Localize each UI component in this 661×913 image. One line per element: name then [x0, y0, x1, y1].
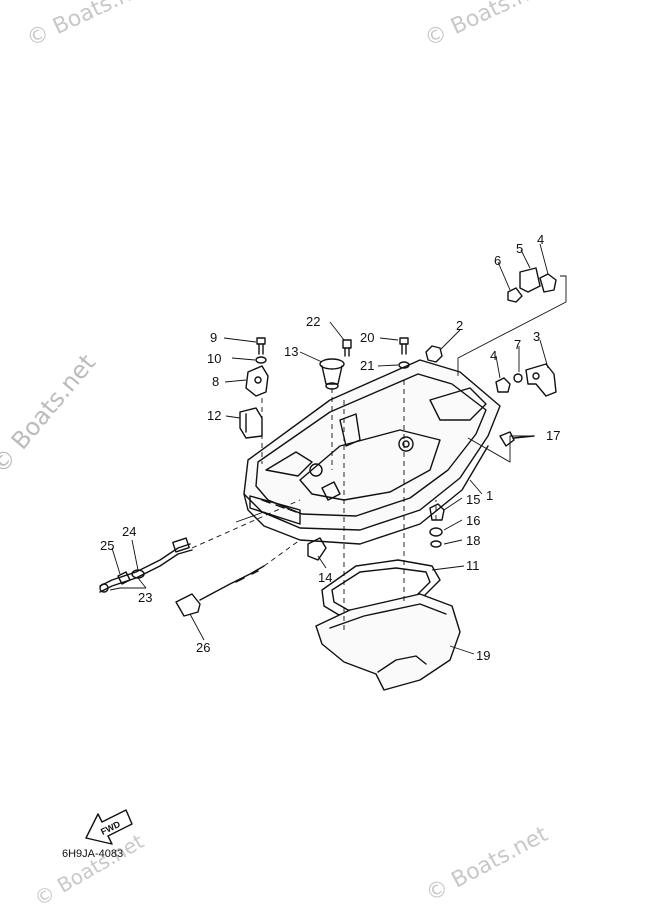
gasket-part-11 [321, 559, 441, 621]
callout-25: 25 [100, 538, 114, 553]
collar-part-16 [429, 527, 443, 537]
callout-4-lower: 4 [490, 348, 497, 363]
callout-5: 5 [516, 241, 523, 256]
callout-20: 20 [360, 330, 374, 345]
screw-part-9 [256, 337, 266, 355]
callout-6: 6 [494, 253, 501, 268]
callout-1: 1 [486, 488, 493, 503]
under-cover-part-19 [315, 593, 461, 691]
grommet-part-13 [319, 358, 345, 390]
callout-23: 23 [138, 590, 152, 605]
callout-13: 13 [284, 344, 298, 359]
bracket-part-8 [245, 365, 269, 397]
callout-17: 17 [546, 428, 560, 443]
screw-part-22 [342, 339, 352, 357]
callout-10: 10 [207, 351, 221, 366]
bolt-part-17 [499, 431, 535, 447]
plate-part-5 [519, 267, 541, 293]
nut-part-2 [425, 345, 443, 363]
callout-12: 12 [207, 408, 221, 423]
callout-2: 2 [456, 318, 463, 333]
callout-11: 11 [466, 558, 480, 573]
grommet-part-4-upper [539, 273, 557, 293]
clamp-part-25 [117, 571, 131, 585]
washer-part-18 [430, 540, 442, 548]
diagram-code: 6H9JA-4083 [62, 848, 124, 860]
callout-18: 18 [466, 533, 480, 548]
bottom-cowling-part-1 [243, 359, 501, 545]
callout-14: 14 [318, 570, 332, 585]
clip-part-14 [307, 537, 327, 561]
screw-part-20 [399, 337, 409, 355]
bolt-part-6 [507, 287, 523, 303]
lever-part-3 [525, 363, 557, 397]
callout-3: 3 [533, 329, 540, 344]
grommet-part-4-lower [495, 377, 511, 393]
callout-24: 24 [122, 524, 136, 539]
callout-8: 8 [212, 374, 219, 389]
callout-21: 21 [360, 358, 374, 373]
washer-part-7 [513, 373, 523, 383]
cable-assembly-part-23 [99, 537, 193, 593]
clip-part-12 [239, 407, 263, 439]
callout-7: 7 [514, 337, 521, 352]
callout-16: 16 [466, 513, 480, 528]
callout-19: 19 [476, 648, 490, 663]
fwd-arrow [85, 809, 133, 845]
callout-4-upper: 4 [537, 232, 544, 247]
washer-part-10 [255, 356, 267, 364]
plug-part-26 [175, 565, 265, 617]
washer-part-21 [398, 361, 410, 369]
callout-9: 9 [210, 330, 217, 345]
grommet-part-15 [429, 503, 445, 521]
callout-22: 22 [306, 314, 320, 329]
callout-15: 15 [466, 492, 480, 507]
callout-26: 26 [196, 640, 210, 655]
